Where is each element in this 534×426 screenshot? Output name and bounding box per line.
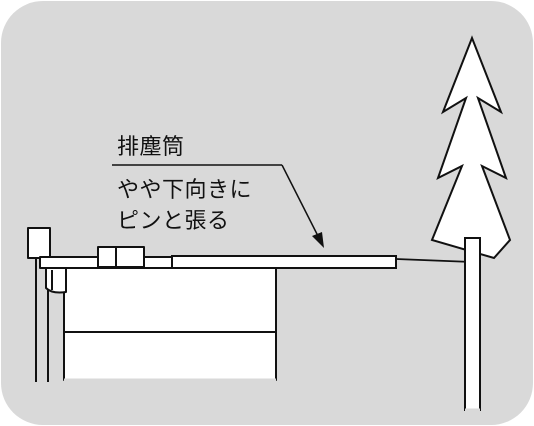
leader-line — [281, 164, 321, 241]
machine-spout — [45, 267, 67, 294]
instruction-line-1: やや下向きに — [117, 178, 253, 203]
tree-trunk — [464, 237, 481, 411]
annotation-leader — [112, 164, 321, 241]
exhaust-pipe-icon — [171, 255, 473, 269]
machine-body — [63, 267, 277, 381]
part-name-label: 排塵筒 — [117, 135, 185, 160]
tension-string — [395, 258, 473, 263]
tree-icon — [430, 35, 512, 412]
machine-post — [27, 227, 51, 259]
machine-deck-box — [97, 246, 145, 268]
instruction-line-2: ピンと張る — [117, 209, 230, 234]
tree-crown — [430, 35, 512, 260]
exhaust-pipe — [171, 255, 397, 269]
arrow-icon — [312, 232, 324, 248]
